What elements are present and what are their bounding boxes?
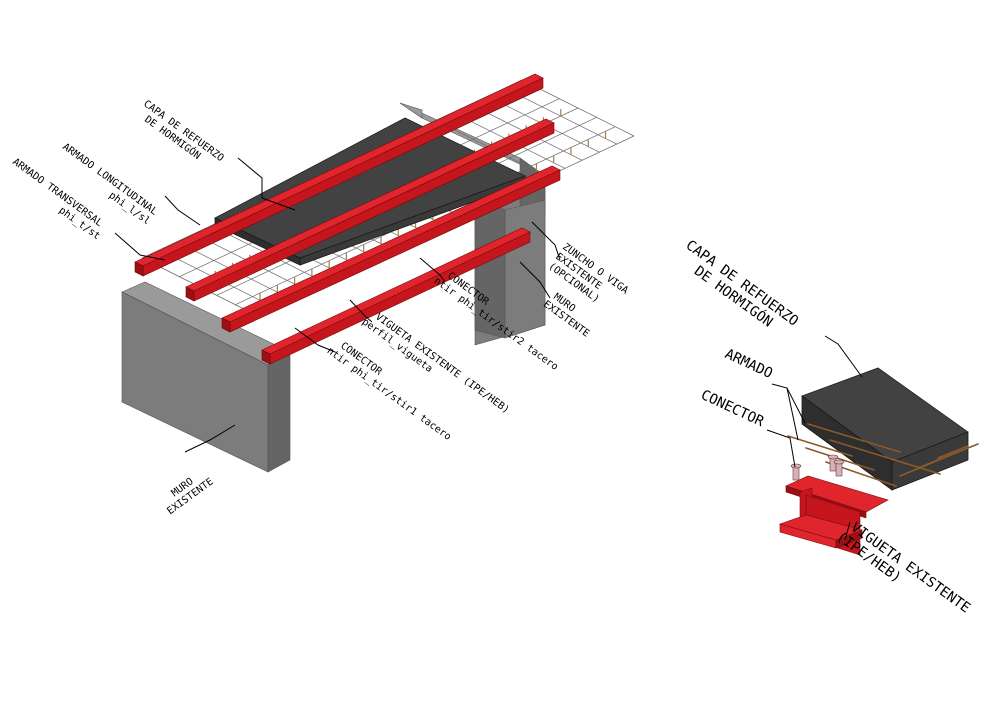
beam-end — [221, 317, 231, 333]
right-detail: CAPA DE REFUERZO DE HORMIGÓN ARMADO CONE… — [683, 237, 979, 616]
beam-end — [185, 286, 195, 302]
detail-label-vigueta-line1: VIGUETA EXISTENTE — [848, 519, 973, 616]
left-label-capa: CAPA DE REFUERZO DE HORMIGÓN — [141, 99, 225, 165]
right-label-capa: CAPA DE REFUERZO DE HORMIGÓN — [683, 237, 802, 330]
detail-rebar — [805, 447, 875, 471]
left-label-conector-bottom: CONECTOR ntir phi_tir/stir1 tacero — [325, 341, 453, 443]
beam-end — [261, 349, 271, 365]
detail-rebars — [787, 423, 979, 487]
left-leaders — [114, 157, 561, 453]
right-label-vigueta: VIGUETA EXISTENTE (IPE/HEB) — [833, 519, 973, 616]
detail-rebar — [937, 445, 969, 459]
steel-beams — [134, 73, 561, 365]
detail-rebar — [807, 423, 901, 453]
right-leaders — [766, 335, 863, 541]
beam-end — [134, 261, 144, 277]
detail-ibeam — [779, 475, 889, 556]
left-label-muro-left: MURO EXISTENTE — [165, 476, 215, 517]
left-assembly: CAPA DE REFUERZO DE HORMIGÓN ARMADO LONG… — [10, 73, 635, 517]
detail-label-armado: ARMADO — [722, 346, 775, 382]
right-label-armado: ARMADO — [722, 346, 775, 382]
detail-studs — [790, 454, 845, 481]
detail-rebar — [917, 443, 979, 469]
detail-label-conector: CONECTOR — [698, 387, 766, 430]
right-label-conector: CONECTOR — [698, 387, 766, 430]
detail-rebar — [787, 435, 853, 457]
detail-label-capa-line1: CAPA DE REFUERZO — [683, 237, 802, 329]
detail-rebar — [829, 439, 941, 475]
